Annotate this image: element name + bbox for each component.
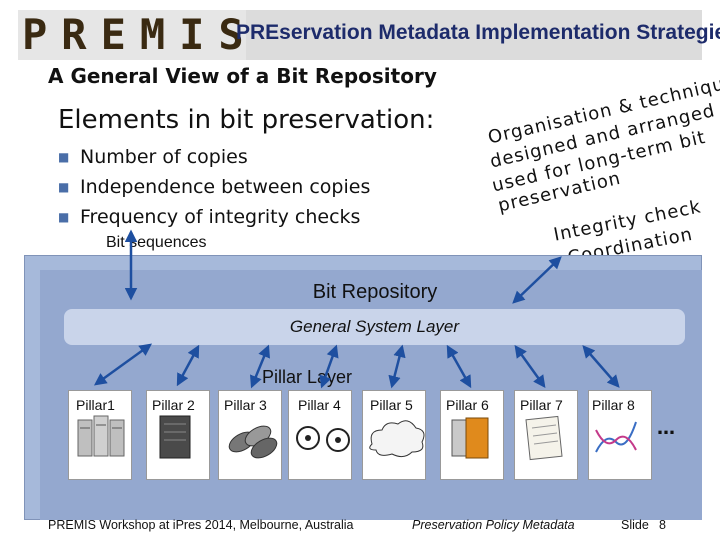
bullet-marker-icon: ■ [58,150,70,164]
pillar-5-label: Pillar 5 [370,397,413,413]
arrow-pillar-4 [319,344,339,389]
film-roll-icon [451,417,489,459]
footer-slide-number: 8 [659,518,666,532]
premis-logo [18,10,246,60]
cloud-icon [369,420,425,458]
arrow-pillar-1 [93,343,153,386]
premis-logo-text: PREMIS [22,10,258,59]
arrow-pillar-7 [514,344,546,389]
pillar-4-label: Pillar 4 [298,397,341,413]
footer-slide-label: Slide [621,518,649,532]
pillar-7-label: Pillar 7 [520,397,563,413]
bullet-item: ■ Frequency of integrity checks [58,206,370,236]
footer-workshop: PREMIS Workshop at iPres 2014, Melbourne… [48,518,354,532]
slide-title: A General View of a Bit Repository [48,64,437,88]
more-pillars-ellipsis: … [657,418,675,439]
pillar-1-label: Pillar1 [76,397,115,413]
bit-repository-label: Bit Repository [312,281,438,303]
pillar-2-label: Pillar 2 [152,397,195,413]
arrow-pillar-2 [176,344,200,387]
bullet-text: Frequency of integrity checks [80,206,361,228]
general-system-layer-label: General System Layer [289,317,460,336]
arrow-pillar-6 [446,344,472,389]
bullet-list: ■ Number of copies ■ Independence between … [58,146,370,236]
pillar-6-label: Pillar 6 [446,397,489,413]
arrow-pillar-3 [250,344,270,389]
storage-cabinet-icon [159,415,191,459]
general-system-layer [64,309,685,345]
bullet-text: Independence between copies [80,176,371,198]
bullet-text: Number of copies [80,146,248,168]
integrity-arrow [512,256,562,304]
bullet-marker-icon: ■ [58,180,70,194]
dna-icon [595,421,637,453]
slide-subtitle: Elements in bit preservation: [58,105,435,135]
bullet-item: ■ Number of copies [58,146,370,176]
pillar-8-label: Pillar 8 [592,397,635,413]
disks-icon [228,425,278,459]
paper-document-icon [525,415,563,461]
footer-policy: Preservation Policy Metadata [412,518,575,532]
pillar-3-label: Pillar 3 [224,397,267,413]
bullet-marker-icon: ■ [58,210,70,224]
server-racks-icon [77,415,125,457]
arrow-pillar-8 [582,345,620,388]
header-title: PREservation Metadata Implementation Str… [236,21,720,44]
bullet-item: ■ Independence between copies [58,176,370,206]
arrow-pillar-5 [388,344,406,389]
film-reels-icon [296,426,350,452]
